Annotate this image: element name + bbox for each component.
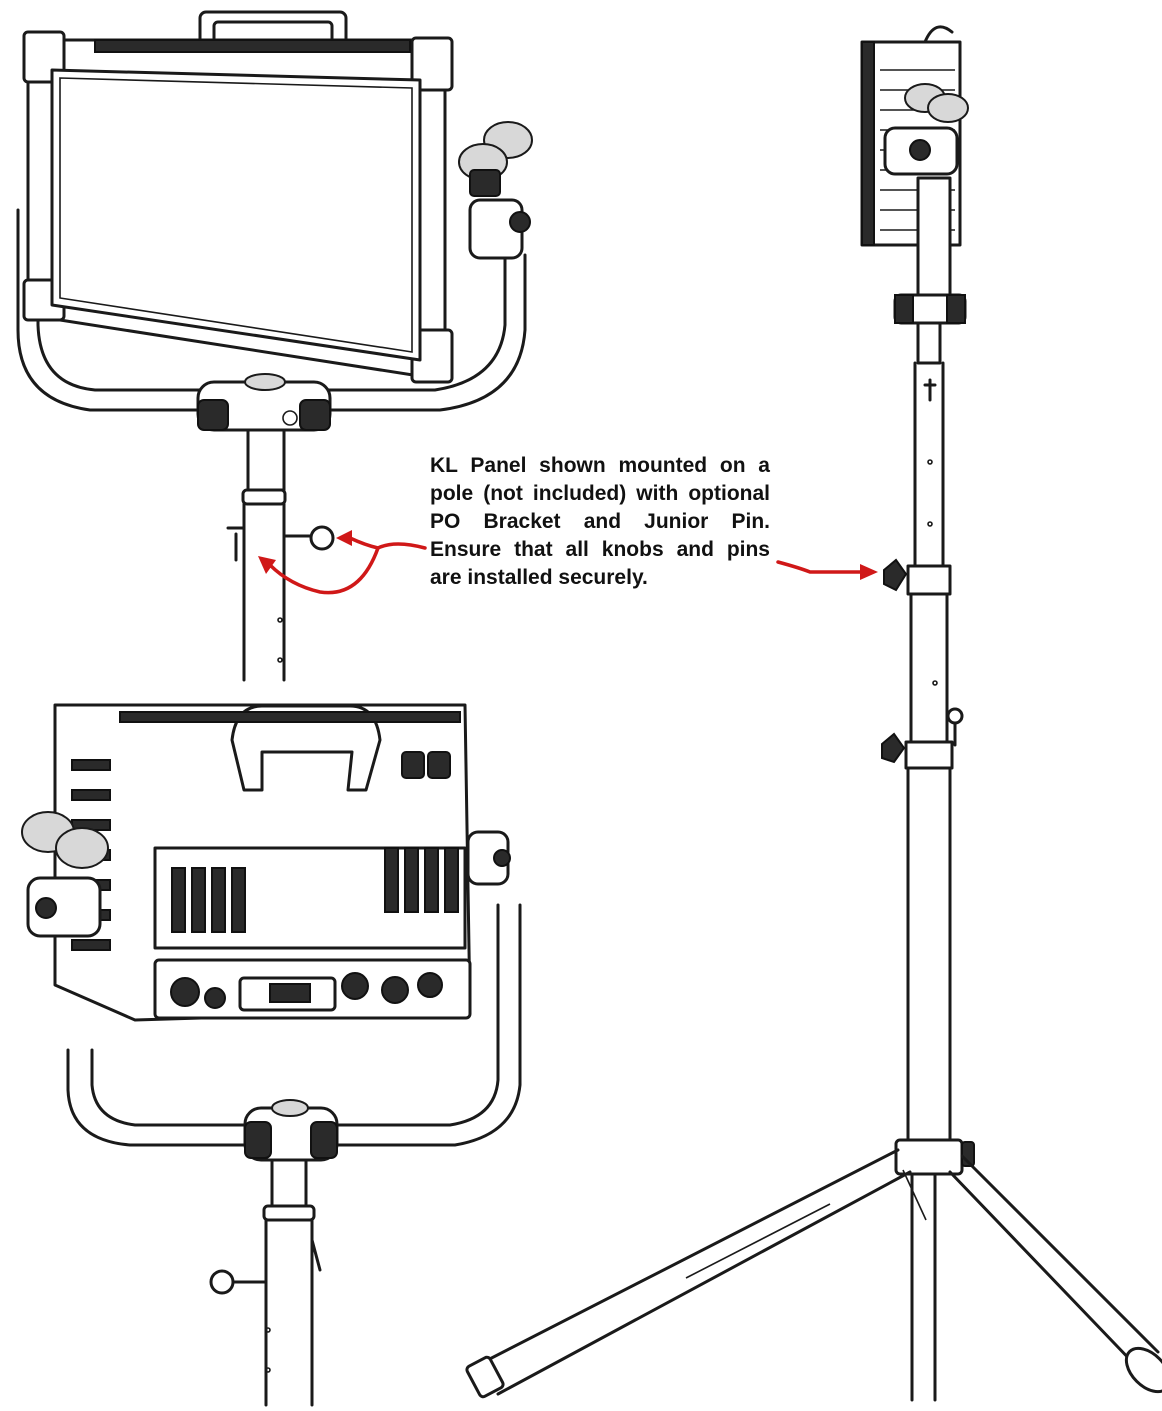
callout-arrow-pin-ring [348, 536, 427, 550]
callout-arrow-knob [776, 560, 862, 574]
panel-front-view [16, 10, 533, 682]
arrowhead-knob [860, 564, 878, 580]
arrowhead-pin-ring [336, 530, 352, 546]
panel-side-view-on-stand [465, 25, 1162, 1402]
panel-rear-view [21, 703, 522, 1407]
callout-arrows [258, 530, 878, 595]
callout-arrow-pin-pole [268, 546, 380, 595]
caption-text: KL Panel shown mounted on a pole (not in… [430, 454, 770, 589]
arrowhead-pin-pole [258, 556, 276, 574]
